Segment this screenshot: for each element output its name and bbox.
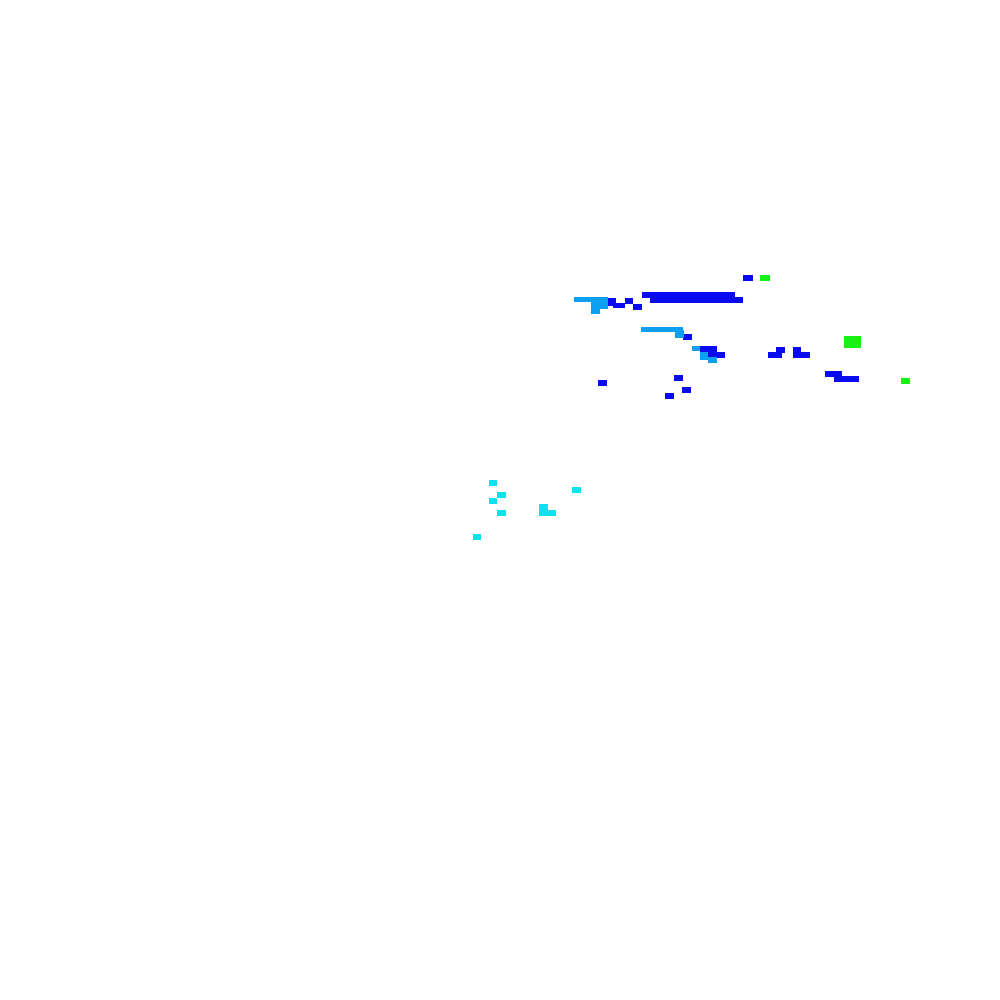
radar-cell-dark-blue	[682, 387, 691, 393]
radar-cell-light-blue	[591, 308, 600, 314]
radar-cell-dark-blue	[708, 352, 725, 358]
radar-cell-cyan	[489, 498, 497, 504]
radar-cell-dark-blue	[674, 375, 683, 381]
radar-cell-dark-blue	[608, 298, 616, 306]
radar-cell-dark-blue	[683, 334, 692, 340]
radar-cell-dark-blue	[825, 371, 842, 377]
radar-cell-dark-blue	[650, 297, 743, 303]
radar-cell-dark-blue	[625, 298, 633, 304]
radar-cell-dark-blue	[743, 275, 753, 281]
radar-cell-cyan	[572, 487, 581, 493]
radar-cell-light-blue	[700, 352, 708, 360]
radar-cell-light-blue	[641, 327, 683, 332]
radar-cell-cyan	[473, 534, 481, 540]
radar-cell-light-blue	[692, 346, 700, 351]
radar-cell-dark-blue	[613, 303, 625, 308]
radar-cell-dark-blue	[793, 347, 801, 353]
radar-cell-light-blue	[708, 357, 717, 363]
radar-cell-dark-blue	[598, 380, 607, 386]
radar-cell-light-blue	[675, 330, 684, 338]
radar-cell-cyan	[497, 492, 506, 498]
radar-cell-light-blue	[574, 297, 608, 302]
radar-cell-green	[901, 378, 910, 384]
radar-cell-dark-blue	[768, 352, 782, 358]
radar-cell-dark-blue	[776, 347, 785, 353]
radar-cell-cyan	[497, 510, 506, 516]
radar-cell-dark-blue	[633, 304, 642, 310]
radar-cell-dark-blue	[665, 393, 674, 399]
radar-cell-cyan	[489, 480, 497, 486]
radar-cell-light-blue	[591, 301, 608, 309]
radar-cell-cyan	[539, 504, 548, 511]
radar-cell-green	[760, 275, 770, 281]
radar-cell-green	[844, 336, 861, 348]
radar-cell-dark-blue	[700, 346, 717, 353]
radar-cell-dark-blue	[793, 352, 810, 358]
radar-cell-dark-blue	[642, 292, 735, 298]
radar-cell-dark-blue	[834, 376, 859, 382]
radar-cell-cyan	[539, 510, 556, 516]
